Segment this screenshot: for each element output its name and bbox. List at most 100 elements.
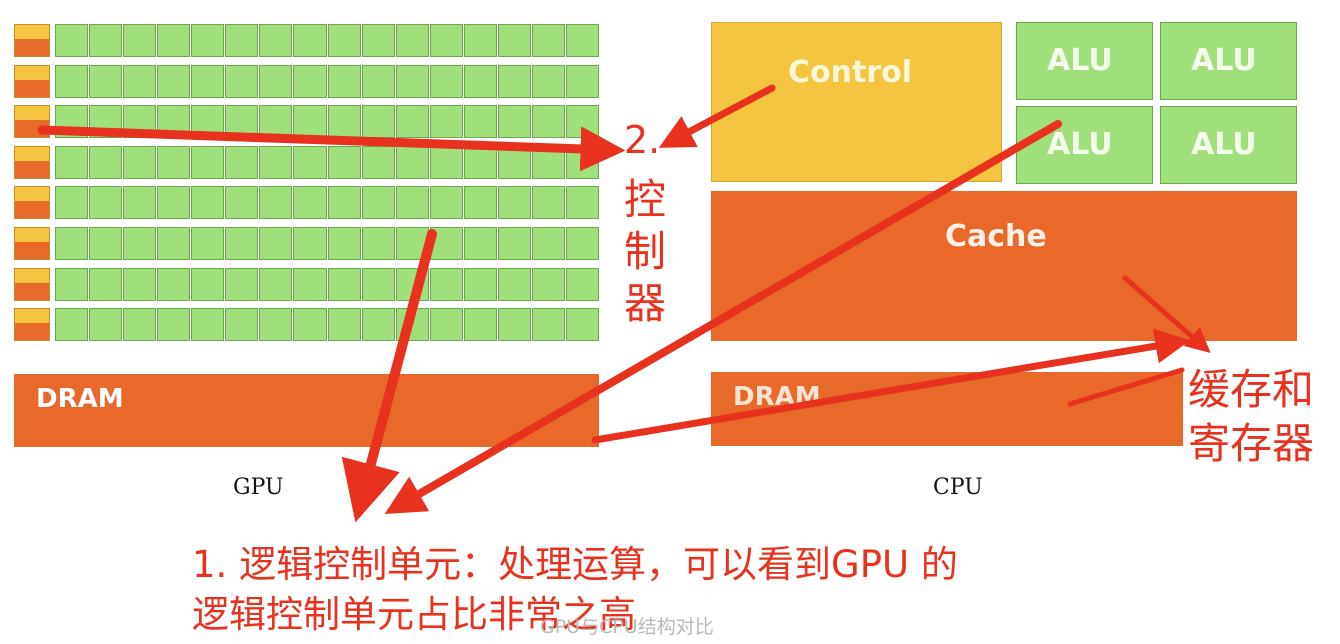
gpu-alu-cell <box>89 267 123 301</box>
gpu-alu-cell <box>395 105 429 139</box>
gpu-control-unit <box>14 64 50 98</box>
gpu-alu-cell <box>225 267 259 301</box>
gpu-alu-cell <box>361 64 395 98</box>
gpu-alu-cell <box>259 186 293 220</box>
gpu-alu-cell <box>191 24 225 57</box>
gpu-alu-cell <box>327 145 361 179</box>
gpu-alu-cell <box>429 267 463 301</box>
gpu-dram-bar: DRAM <box>14 374 599 447</box>
gpu-alu-cell <box>361 105 395 139</box>
gpu-alu-cell <box>191 186 225 220</box>
arrow-gpu-control-to-label <box>37 125 626 172</box>
gpu-alu-cell <box>293 267 327 301</box>
gpu-alu-cell <box>123 145 157 179</box>
gpu-alu-cell <box>293 24 327 57</box>
gpu-alu-cell <box>497 186 531 220</box>
gpu-caption: GPU <box>233 475 284 500</box>
gpu-alu-cell <box>361 267 395 301</box>
gpu-alu-cell <box>225 145 259 179</box>
gpu-alu-cell <box>361 186 395 220</box>
gpu-alu-cell <box>463 105 497 139</box>
cpu-alu-label: ALU <box>1191 127 1257 162</box>
cpu-cache-label: Cache <box>945 219 1047 254</box>
gpu-alu-cell <box>123 64 157 98</box>
gpu-alu-cell <box>361 24 395 57</box>
gpu-alu-cell <box>55 267 89 301</box>
gpu-alu-cell <box>55 64 89 98</box>
gpu-alu-cell <box>429 186 463 220</box>
gpu-alu-cell <box>429 105 463 139</box>
watermark-caption: GPU与CPU结构对比 <box>540 616 714 638</box>
gpu-alu-cell <box>531 105 565 139</box>
gpu-alu-cell <box>89 308 123 342</box>
gpu-alu-cell <box>89 145 123 179</box>
gpu-alu-cell <box>361 145 395 179</box>
gpu-alu-cell <box>157 186 191 220</box>
gpu-alu-cell <box>225 64 259 98</box>
gpu-alu-cell <box>293 145 327 179</box>
gpu-alu-cell <box>259 145 293 179</box>
gpu-alu-cell <box>565 186 599 220</box>
gpu-alu-cell <box>361 227 395 260</box>
controller-char-3: 器 <box>624 279 667 328</box>
gpu-alu-cell <box>191 227 225 260</box>
gpu-alu-cell <box>89 227 123 260</box>
gpu-alu-row <box>55 105 600 139</box>
gpu-alu-cell <box>55 186 89 220</box>
gpu-alu-cell <box>157 227 191 260</box>
gpu-alu-cell <box>157 64 191 98</box>
cache-register-line2: 寄存器 <box>1188 419 1315 468</box>
gpu-alu-cell <box>531 308 565 342</box>
gpu-alu-cell <box>429 308 463 342</box>
gpu-alu-cell <box>395 145 429 179</box>
gpu-alu-cell <box>293 308 327 342</box>
gpu-alu-cell <box>259 64 293 98</box>
logic-unit-line1: 1. 逻辑控制单元：处理运算，可以看到GPU 的 <box>192 543 958 586</box>
cache-register-line1: 缓存和 <box>1188 365 1315 414</box>
gpu-alu-cell <box>225 308 259 342</box>
gpu-alu-cell <box>327 308 361 342</box>
gpu-alu-cell <box>259 105 293 139</box>
gpu-alu-row <box>55 308 600 342</box>
gpu-alu-cell <box>463 64 497 98</box>
gpu-alu-cell <box>123 267 157 301</box>
controller-number: 2. <box>624 118 661 162</box>
gpu-alu-cell <box>259 267 293 301</box>
gpu-alu-cell <box>565 267 599 301</box>
gpu-control-unit <box>14 308 50 342</box>
cpu-alu-label: ALU <box>1047 43 1113 78</box>
cpu-alu-2: ALU <box>1160 22 1297 100</box>
gpu-alu-cell <box>395 24 429 57</box>
cpu-alu-4: ALU <box>1160 106 1297 184</box>
gpu-alu-row <box>55 64 600 98</box>
gpu-control-unit <box>14 227 50 260</box>
gpu-alu-row <box>55 24 600 57</box>
gpu-alu-cell <box>225 24 259 57</box>
gpu-alu-cell <box>497 267 531 301</box>
gpu-alu-cell <box>191 308 225 342</box>
gpu-alu-cell <box>463 24 497 57</box>
gpu-alu-cell <box>531 267 565 301</box>
arrow-cache-to-cache-label <box>1122 275 1211 353</box>
gpu-alu-cell <box>463 186 497 220</box>
cpu-caption: CPU <box>933 475 983 500</box>
gpu-alu-cell <box>123 227 157 260</box>
gpu-alu-cell <box>55 227 89 260</box>
gpu-control-unit <box>14 186 50 220</box>
gpu-alu-cell <box>225 186 259 220</box>
gpu-alu-cell <box>123 186 157 220</box>
gpu-alu-cell <box>55 308 89 342</box>
gpu-alu-cell <box>429 145 463 179</box>
gpu-alu-cell <box>293 105 327 139</box>
gpu-alu-cell <box>429 64 463 98</box>
cpu-alu-1: ALU <box>1016 22 1153 100</box>
gpu-alu-cell <box>123 24 157 57</box>
gpu-alu-cell <box>327 64 361 98</box>
gpu-alu-cell <box>225 227 259 260</box>
gpu-alu-cell <box>55 145 89 179</box>
gpu-alu-cell <box>157 308 191 342</box>
gpu-alu-cell <box>565 64 599 98</box>
gpu-alu-cell <box>531 24 565 57</box>
gpu-alu-cell <box>497 105 531 139</box>
